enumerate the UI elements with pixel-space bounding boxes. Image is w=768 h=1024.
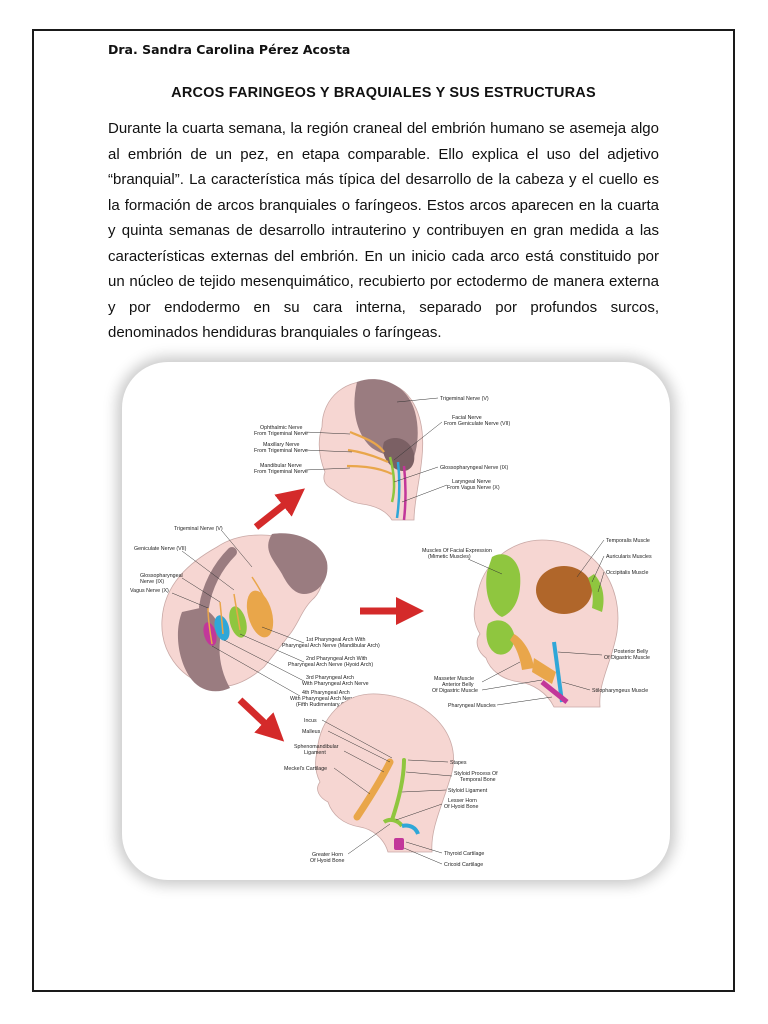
label-trigeminal-top: Trigeminal Nerve (V) [440,396,489,402]
label-styloid-proc-1: Styloid Process Of [454,771,498,777]
label-malleus: Malleus [302,729,321,735]
label-styloid-lig: Styloid Ligament [448,788,488,794]
label-vagus: Vagus Nerve (X) [130,588,169,594]
label-thyroid: Thyroid Cartilage [444,851,484,857]
label-temporalis: Temporalis Muscle [606,538,650,544]
label-arch4-1: 4th Pharyngeal Arch [302,690,350,696]
label-lesser-1: Lesser Horn [448,798,477,804]
label-arch4-3: (Fifth Rudimentary Only) [296,702,354,708]
muscles-head-illustration [473,539,619,708]
label-maxillary-1: Maxillary Nerve [263,442,300,448]
label-glosso-embryo-2: Nerve (IX) [140,579,164,585]
label-lesser-2: Of Hyoid Bone [444,804,479,810]
label-arch1-2: Pharyngeal Arch Nerve (Mandibular Arch) [282,643,380,649]
label-pharyngeal: Pharyngeal Muscles [448,703,496,709]
label-ophthalmic-1: Ophthalmic Nerve [260,425,302,431]
label-arch3-2: With Pharyngeal Arch Nerve [302,681,369,687]
label-facial-expr-1: Muscles Of Facial Expression [422,548,492,554]
label-anterior-2: Of Digastric Muscle [432,688,478,694]
body-paragraph: Durante la cuarta semana, la región cran… [108,120,659,341]
label-geniculate: Geniculate Nerve (VII) [134,546,187,552]
label-posterior-2: Of Digastric Muscle [604,655,650,661]
label-auricularis: Auricularis Muscles [606,554,652,560]
label-facial-2: From Geniculate Nerve (VII) [444,421,510,427]
pharyngeal-arches-figure: Trigeminal Nerve (V) Ophthalmic Nerve Fr… [122,362,670,880]
label-trigeminal-embryo: Trigeminal Nerve (V) [174,526,223,532]
label-mandibular-1: Mandibular Nerve [260,463,302,469]
page-border [32,29,735,992]
label-arch3-1: 3rd Pharyngeal Arch [306,675,354,681]
label-mandibular-2: From Trigeminal Nerve [254,469,308,475]
label-cricoid: Cricoid Cartilage [444,862,483,868]
figure-illustration: Trigeminal Nerve (V) Ophthalmic Nerve Fr… [130,379,652,868]
label-ophthalmic-2: From Trigeminal Nerve [254,431,308,437]
embryo-illustration [161,533,328,692]
label-meckel: Meckel's Cartilage [284,766,327,772]
label-arch2-2: Pharyngeal Arch Nerve (Hyoid Arch) [288,662,373,668]
arrow-up-icon [253,488,305,530]
label-laryngeal-1: Laryngeal Nerve [452,479,491,485]
label-spheno-2: Ligament [304,750,326,756]
label-facial-expr-2: (Mimetic Muscles) [428,554,471,560]
label-occipitalis: Occipitalis Muscle [606,570,648,576]
label-stylopharyngeus: Stilopharyngeus Muscle [592,688,648,694]
label-anterior-1: Anterior Belly [442,682,474,688]
label-glosso-top: Glossopharyngeal Nerve (IX) [440,465,509,471]
label-greater-1: Greater Horn [312,852,343,858]
label-arch4-2: With Pharyngeal Arch Nerve [290,696,357,702]
label-arch2-1: 2nd Pharyngeal Arch With [306,656,367,662]
label-laryngeal-2: From Vagus Nerve (X) [447,485,500,491]
label-posterior-1: Posterior Belly [614,649,648,655]
label-incus: Incus [304,718,317,724]
label-spheno-1: Sphenomandibular [294,744,339,750]
skeleton-head-illustration [315,693,454,853]
label-maxillary-2: From Trigeminal Nerve [254,448,308,454]
label-stapes: Stapes [450,760,467,766]
label-styloid-proc-2: Temporal Bone [460,777,496,783]
label-masseter: Masseter Muscle [434,676,474,682]
arrow-down-icon [237,697,285,742]
label-facial-1: Facial Nerve [452,415,482,421]
label-arch1-1: 1st Pharyngeal Arch With [306,637,366,643]
author-name: Dra. Sandra Carolina Pérez Acosta [108,42,351,57]
document-title: ARCOS FARINGEOS Y BRAQUIALES Y SUS ESTRU… [171,85,596,101]
nerves-head-illustration [318,379,424,521]
label-glosso-embryo-1: Glossopharyngeal [140,573,183,579]
label-greater-2: Of Hyoid Bone [310,858,345,864]
